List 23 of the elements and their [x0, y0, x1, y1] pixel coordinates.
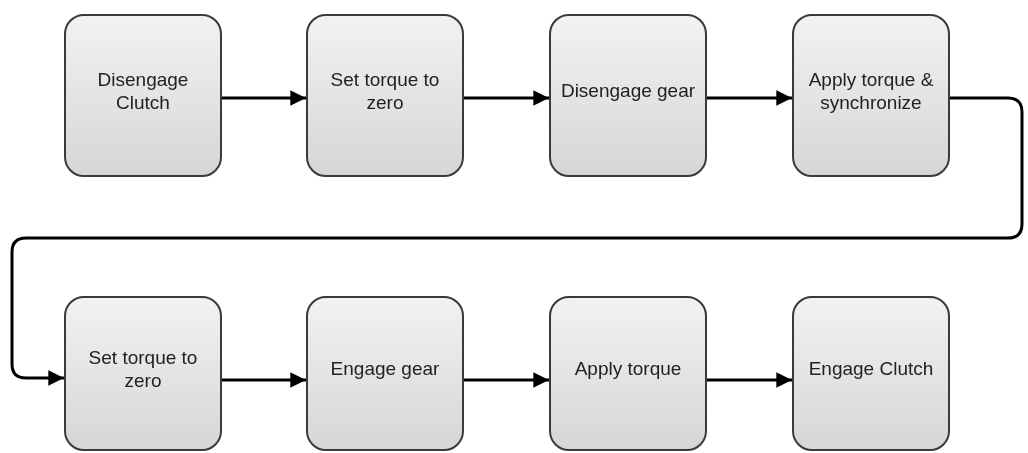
arrow	[10, 96, 1024, 386]
arrow	[464, 90, 549, 106]
step-label: Engage Clutch	[808, 358, 934, 381]
step-label: Disengage Clutch	[96, 68, 190, 115]
step-label: Apply torque & synchronize	[807, 68, 935, 115]
process-box	[306, 14, 464, 177]
arrow	[707, 90, 792, 106]
process-box	[306, 296, 464, 451]
process-box	[64, 296, 222, 451]
step-label: Apply torque	[574, 358, 682, 381]
step-label: Set torque to zero	[329, 68, 441, 115]
process-box	[549, 14, 707, 177]
step-label: Set torque to zero	[87, 346, 199, 393]
step-label: Engage gear	[330, 358, 440, 381]
step-label: Disengage gear	[560, 80, 696, 103]
arrow	[707, 372, 792, 388]
arrow	[222, 90, 306, 106]
process-box	[64, 14, 222, 177]
arrow	[222, 372, 306, 388]
process-box	[792, 14, 950, 177]
process-box	[549, 296, 707, 451]
arrow	[464, 372, 549, 388]
process-box	[792, 296, 950, 451]
